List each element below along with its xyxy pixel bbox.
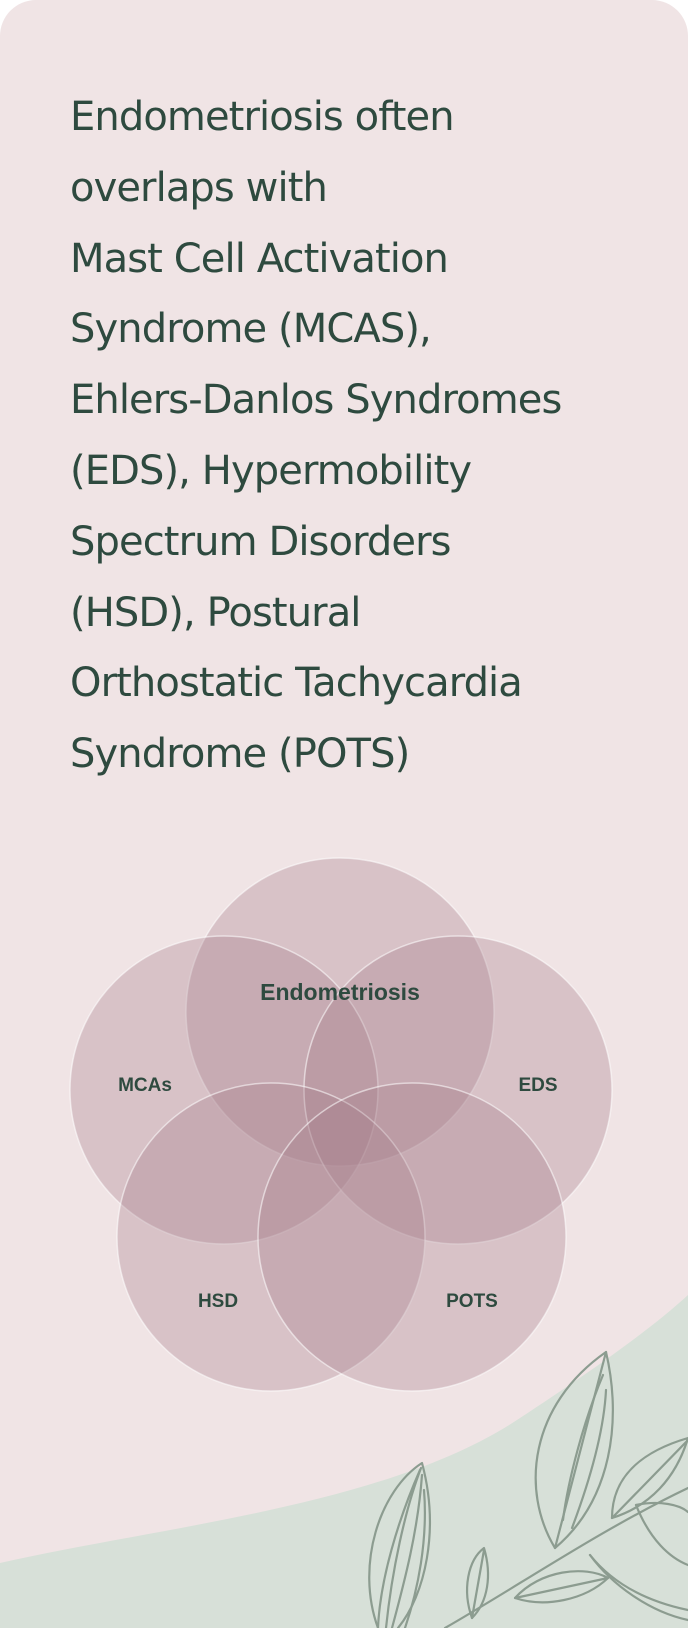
venn-label-mcas: MCAs xyxy=(118,1075,172,1096)
headline-line: Mast Cell Activation xyxy=(70,235,449,282)
headline-line: overlaps with xyxy=(70,164,328,211)
headline-line: Spectrum Disorders xyxy=(70,518,452,565)
headline-line: (HSD), Postural xyxy=(70,589,361,636)
venn-label-hsd: HSD xyxy=(198,1291,238,1312)
venn-circle-hsd xyxy=(116,1082,426,1392)
venn-label-eds: EDS xyxy=(518,1075,557,1096)
headline-line: Syndrome (POTS) xyxy=(70,731,410,778)
venn-label-pots: POTS xyxy=(446,1291,498,1312)
leaf-branch-icon xyxy=(368,1350,688,1628)
headline-line: Ehlers-Danlos Syndromes xyxy=(70,377,562,424)
headline: Endometriosis often overlaps with Mast C… xyxy=(70,82,660,790)
headline-line: (EDS), Hypermobility xyxy=(70,447,472,494)
bottom-wave xyxy=(0,1295,688,1628)
venn-circle-endometriosis xyxy=(185,857,495,1167)
headline-line: Syndrome (MCAS), xyxy=(70,306,432,353)
venn-label-endometriosis: Endometriosis xyxy=(260,979,420,1005)
headline-line: Endometriosis often xyxy=(70,94,455,140)
headline-line: Orthostatic Tachycardia xyxy=(70,660,523,707)
venn-circle-pots xyxy=(257,1082,567,1392)
